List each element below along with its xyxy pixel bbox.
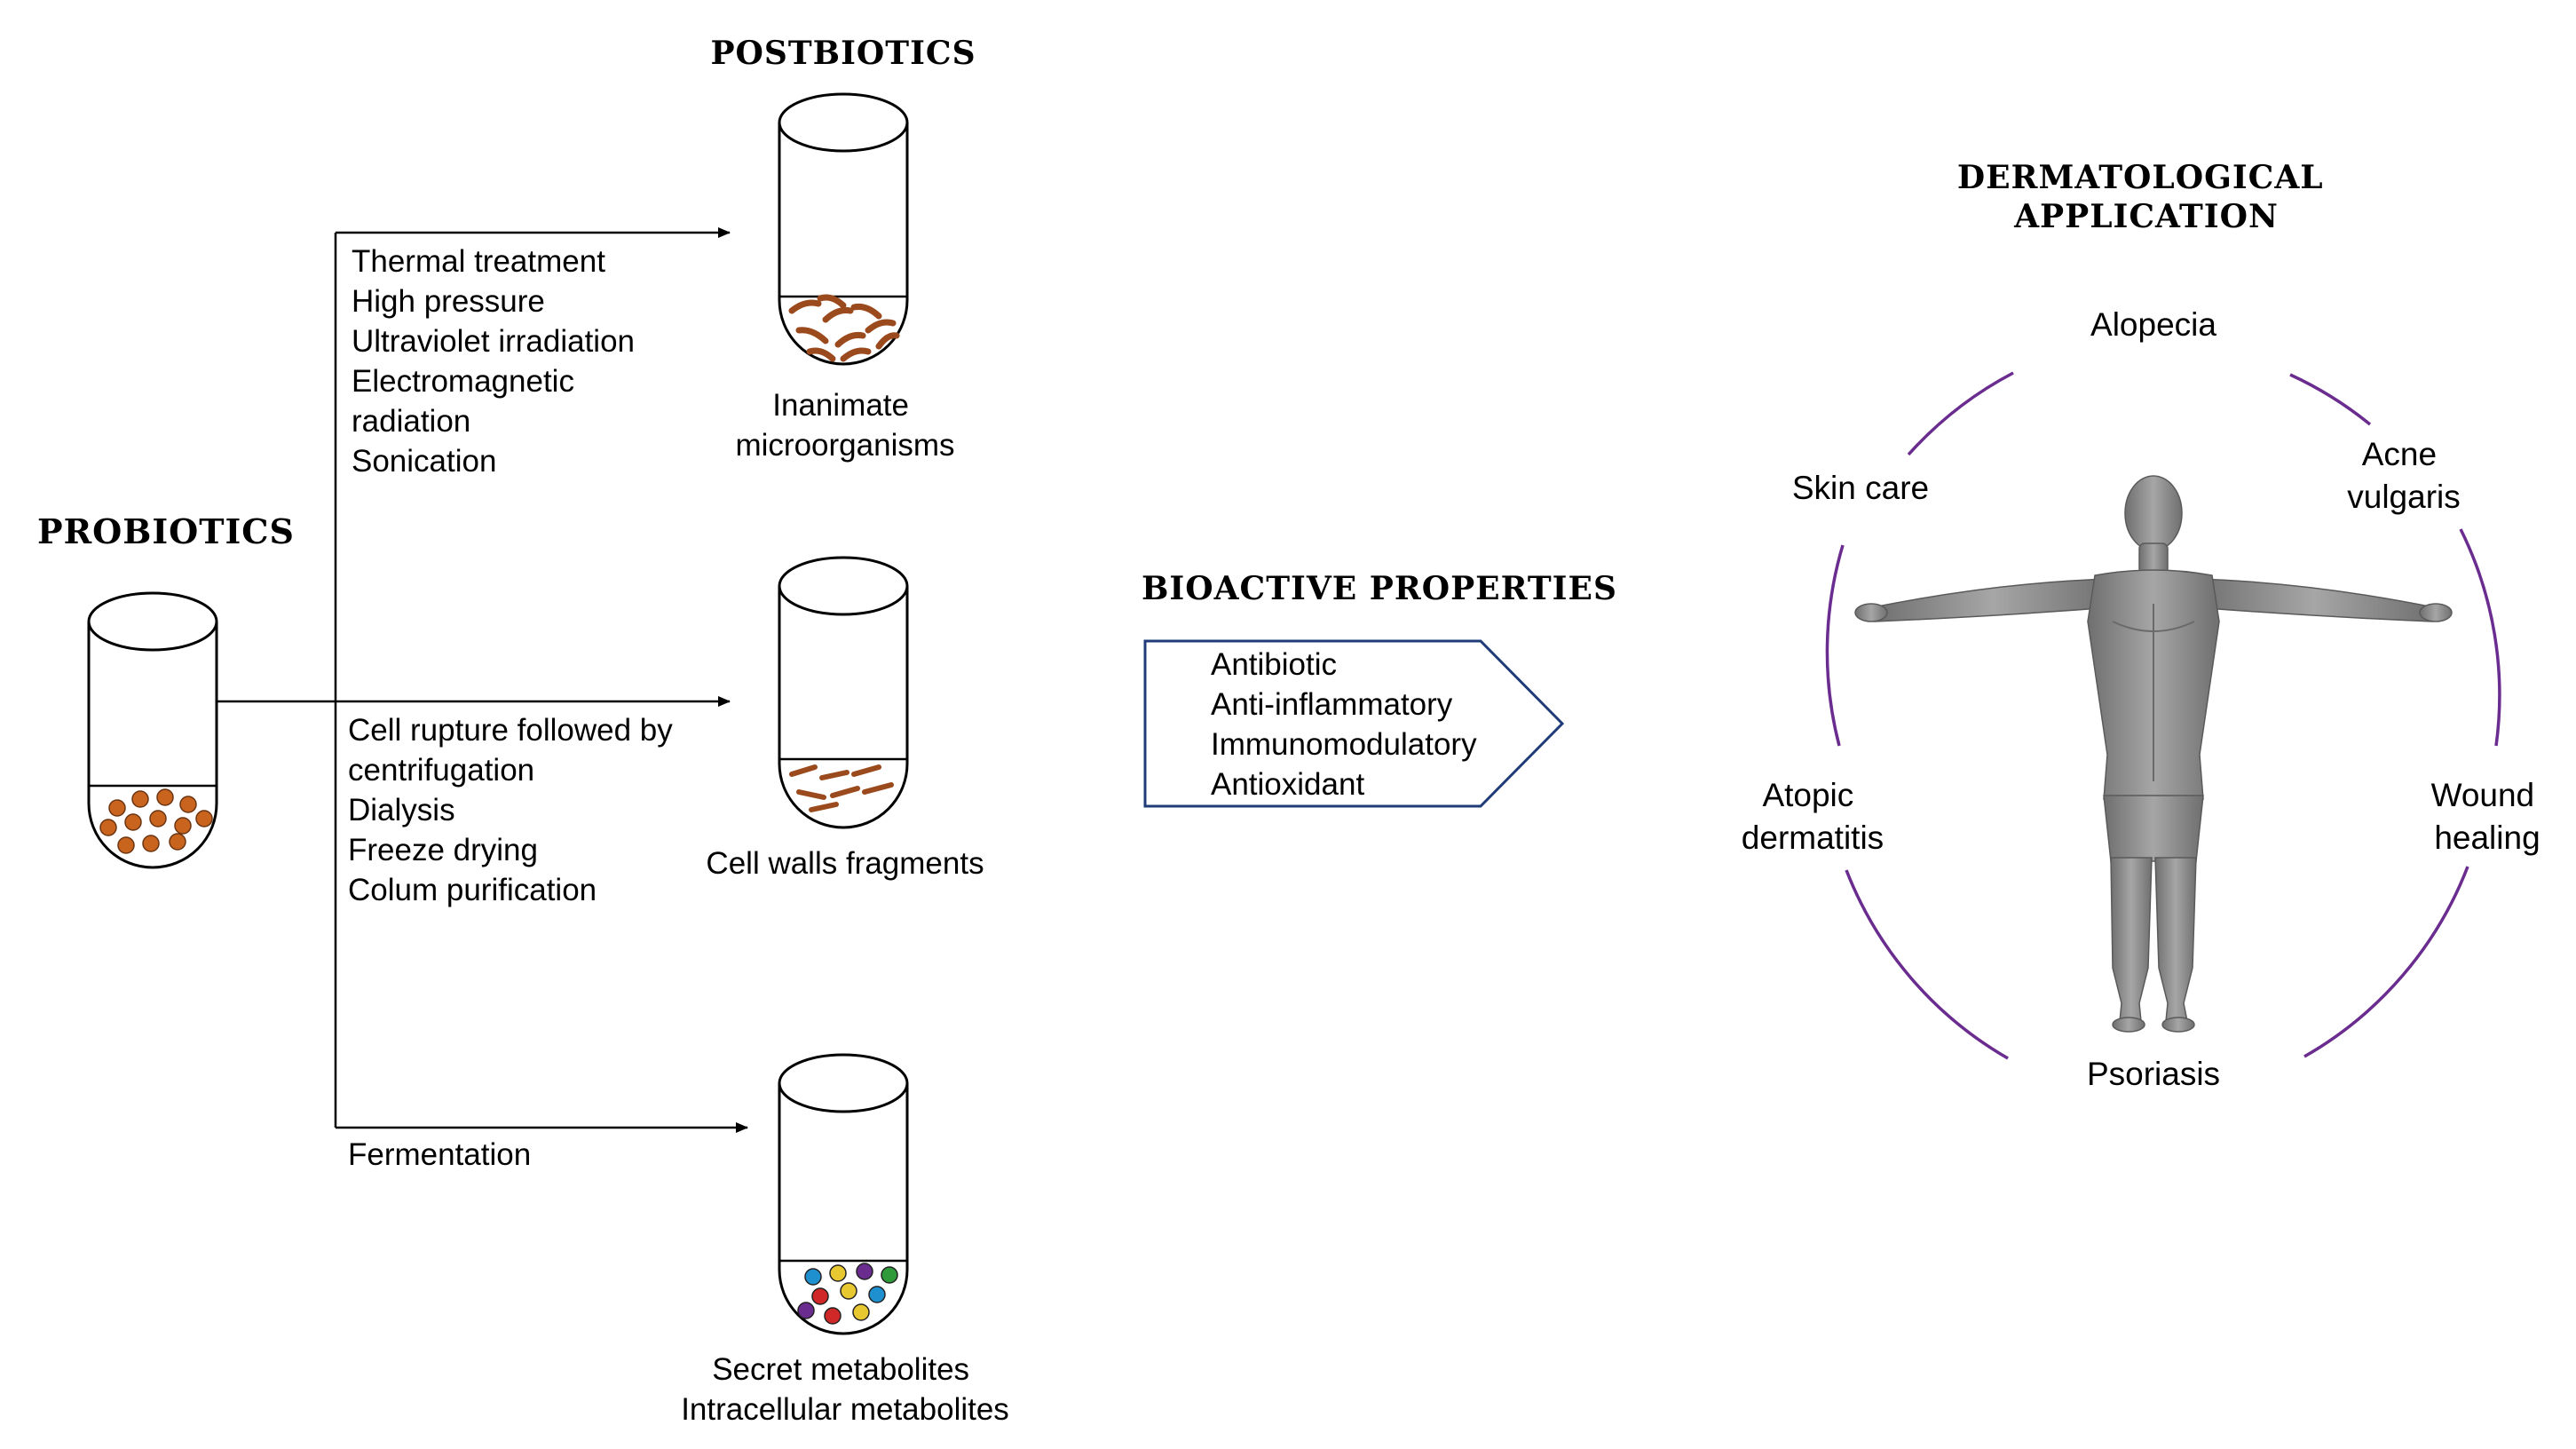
metabolite-dot (881, 1266, 898, 1284)
rod-bacterium (817, 294, 847, 309)
metabolite-dot (804, 1268, 822, 1286)
wall-fragment (851, 764, 881, 777)
probiotic-cell (174, 817, 192, 835)
app-skin-care: Skin care (1792, 470, 1929, 506)
metabolite-dot (856, 1263, 873, 1280)
probiotic-cells-icon (99, 788, 213, 854)
product-inanimate: Inanimate microorganisms (736, 388, 955, 463)
probiotic-cell (169, 833, 186, 851)
wall-fragment (789, 764, 818, 777)
rod-bacteria-icon (788, 294, 900, 362)
probiotic-cell (99, 819, 117, 836)
rod-bacterium (850, 304, 882, 320)
metabolite-dot (811, 1287, 829, 1305)
metabolite-dots-icon (797, 1263, 898, 1325)
wall-fragment (796, 789, 826, 800)
methods-inanimate: Thermal treatment High pressure Ultravio… (352, 244, 644, 479)
probiotic-cell (142, 835, 160, 852)
probiotic-cell (131, 790, 149, 808)
application-ring (1825, 371, 2501, 1060)
metabolite-dot (868, 1286, 886, 1303)
rod-bacterium (840, 347, 872, 362)
probiotic-cell (108, 799, 126, 817)
inanimate-tube (778, 92, 909, 366)
metabolite-dot (829, 1264, 847, 1282)
fragments-tube (778, 556, 909, 829)
probiotics-title: PROBIOTICS (37, 511, 295, 551)
metabolites-tube (778, 1053, 909, 1335)
dermatological-title: DERMATOLOGICAL APPLICATION (1957, 159, 2335, 235)
rod-bacterium (788, 299, 822, 314)
probiotic-cell (156, 788, 174, 806)
probiotic-cell (149, 810, 167, 827)
metabolite-dot (852, 1303, 870, 1321)
bioactive-list: Antibiotic Anti-inflammatory Immunomodul… (1211, 647, 1485, 802)
cell-wall-fragments-icon (789, 764, 894, 812)
rod-bacterium (875, 332, 900, 350)
probiotics-tube (87, 591, 218, 869)
bioactive-title: BIOACTIVE PROPERTIES (1142, 570, 1617, 607)
rod-bacterium (806, 347, 836, 362)
app-acne-vulgaris: Acne vulgaris (2347, 436, 2461, 515)
branch-connectors (217, 227, 748, 1133)
metabolite-dot (824, 1307, 842, 1325)
app-atopic-dermatitis: Atopic dermatitis (1742, 777, 1884, 856)
product-metabolites: Secret metabolites Intracellular metabol… (681, 1352, 1009, 1427)
metabolite-dot (840, 1282, 857, 1300)
postbiotics-title: POSTBIOTICS (710, 35, 976, 72)
methods-fragments: Cell rupture followed by centrifugation … (348, 713, 681, 907)
wall-fragment (862, 782, 894, 795)
probiotic-cell (117, 836, 135, 854)
product-fragments: Cell walls fragments (706, 846, 984, 881)
app-alopecia: Alopecia (2090, 306, 2216, 343)
human-body-icon (1854, 475, 2453, 1033)
bioactive-arrow-box (1143, 639, 1565, 808)
rod-bacterium (834, 332, 866, 348)
probiotic-cell (179, 796, 197, 813)
app-psoriasis: Psoriasis (2087, 1056, 2220, 1092)
rod-bacterium (795, 327, 829, 344)
wall-fragment (830, 786, 860, 798)
rod-bacterium (822, 307, 854, 323)
probiotic-cell (124, 813, 142, 831)
metabolite-dot (797, 1302, 815, 1319)
wall-fragment (819, 770, 849, 780)
rod-bacterium (865, 319, 897, 334)
methods-metabolites: Fermentation (348, 1137, 531, 1172)
app-wound-healing: Wound healing (2431, 777, 2544, 856)
wall-fragment (809, 802, 839, 812)
probiotic-cell (195, 810, 213, 827)
